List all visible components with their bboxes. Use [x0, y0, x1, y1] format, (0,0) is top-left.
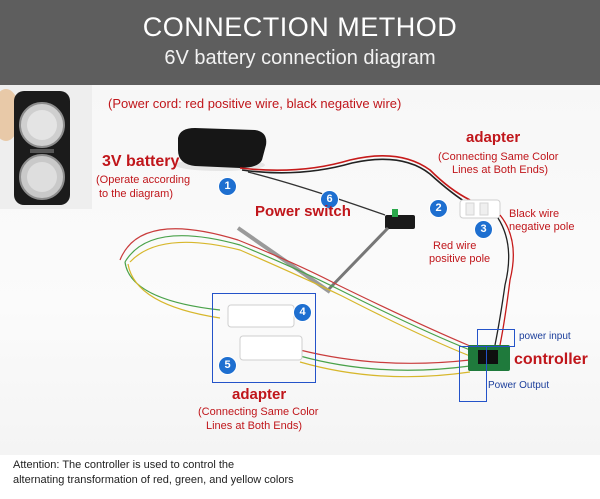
power-output-box — [459, 346, 487, 402]
adapter-bottom-note-1: (Connecting Same Color — [198, 406, 319, 418]
battery-note-2: to the diagram) — [99, 188, 173, 200]
controller-title: controller — [514, 351, 588, 368]
marker-4: 4 — [293, 303, 312, 322]
attention-line-1: Attention: The controller is used to con… — [13, 459, 235, 471]
attention-text-block: Attention: The controller is used to con… — [13, 458, 294, 488]
power-input-box — [477, 329, 515, 347]
marker-1: 1 — [218, 177, 237, 196]
adapter-top-note-1: (Connecting Same Color — [438, 151, 559, 163]
power-output-label: Power Output — [488, 380, 550, 391]
adapter-top-title: adapter — [466, 129, 521, 146]
adapter-top-note-2: Lines at Both Ends) — [452, 164, 549, 176]
marker-5: 5 — [218, 356, 237, 375]
adapter-bottom-title: adapter — [232, 386, 287, 403]
header-banner: CONNECTION METHOD 6V battery connection … — [0, 0, 600, 85]
adapter-bottom-note-2: Lines at Both Ends) — [206, 420, 303, 432]
power-switch-title: Power switch — [255, 203, 351, 220]
battery-note-1: (Operate according — [96, 174, 191, 186]
battery-holder-illustration — [0, 85, 92, 209]
marker-3: 3 — [474, 220, 493, 239]
page-title: CONNECTION METHOD — [142, 12, 458, 42]
attention-line-2: alternating transformation of red, green… — [13, 474, 294, 486]
power-input-label: power input — [519, 331, 571, 342]
page-subtitle: 6V battery connection diagram — [164, 47, 436, 69]
black-wire-label-2: negative pole — [509, 221, 575, 233]
adapter-highlight-box — [212, 293, 316, 383]
power-cord-note: (Power cord: red positive wire, black ne… — [108, 96, 402, 111]
battery-title: 3V battery — [102, 153, 180, 170]
footer-attention: Attention: The controller is used to con… — [0, 455, 600, 499]
battery-holder-inset — [0, 85, 92, 209]
marker-6: 6 — [320, 190, 339, 209]
red-wire-label-1: Red wire — [433, 240, 477, 252]
black-wire-label-1: Black wire — [509, 208, 560, 220]
marker-2: 2 — [429, 199, 448, 218]
red-wire-label-2: positive pole — [429, 253, 491, 265]
